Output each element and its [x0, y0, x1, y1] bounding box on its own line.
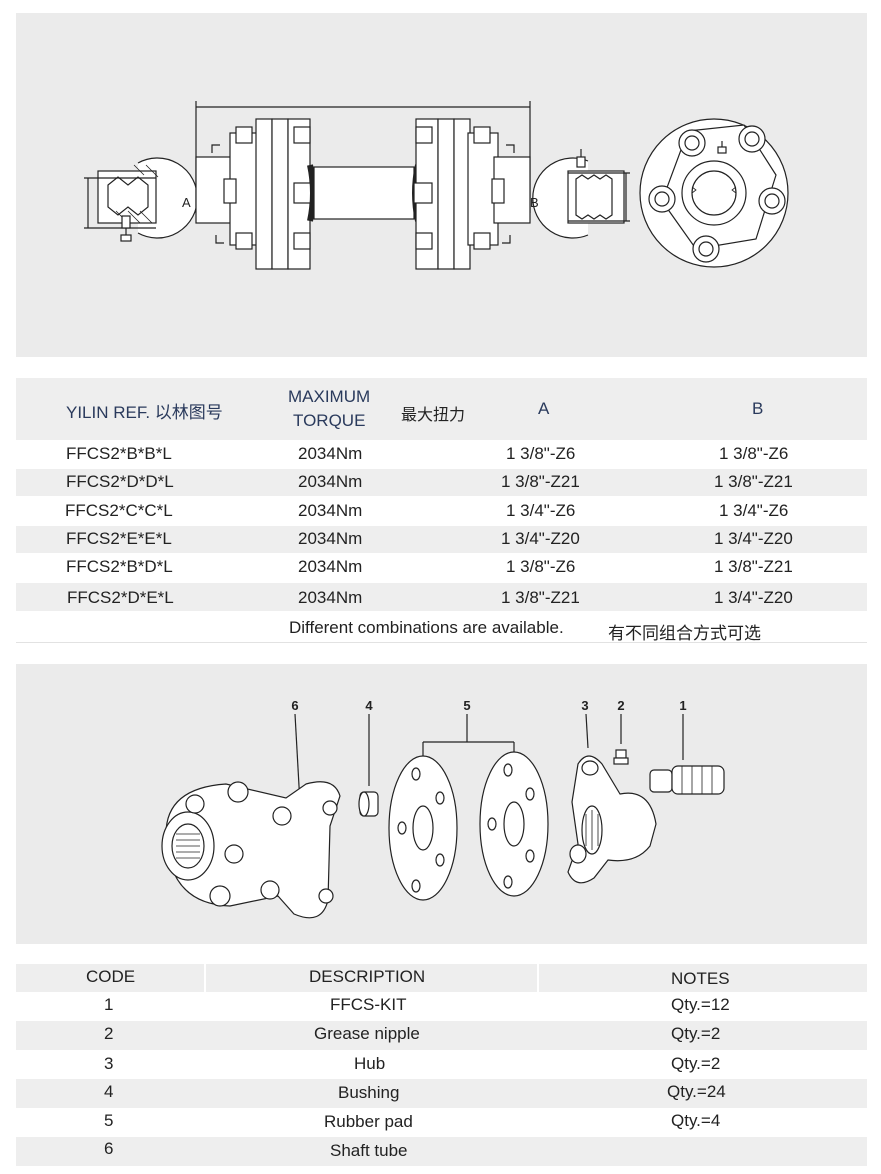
spec-row: FFCS2*B*B*L 2034Nm 1 3/8"-Z6 1 3/8"-Z6 [16, 441, 867, 468]
spec-note-row: Different combinations are available. 有不… [16, 612, 867, 643]
part-notes: Qty.=2 [671, 1024, 721, 1043]
part-description: Grease nipple [314, 1024, 420, 1043]
spec-a: 1 3/8"-Z21 [501, 588, 580, 607]
parts-row: 6 Shaft tube [16, 1137, 867, 1166]
spec-ref: FFCS2*C*C*L [65, 501, 173, 520]
header-yilin-ref: YILIN REF. 以林图号 [66, 403, 223, 422]
part-code: 2 [104, 1024, 114, 1043]
rubber-pads [388, 751, 549, 901]
part-code: 1 [104, 995, 114, 1014]
callout-3: 3 [581, 698, 588, 713]
part-code: 3 [104, 1054, 114, 1073]
spec-torque: 2034Nm [298, 444, 363, 463]
parts-row: 3 Hub Qty.=2 [16, 1050, 867, 1079]
hub-end-view [639, 118, 789, 268]
spec-ref: FFCS2*D*E*L [67, 588, 174, 607]
header-maximum: MAXIMUM [288, 387, 371, 406]
header-description: DESCRIPTION [309, 967, 426, 986]
callout-6: 6 [291, 698, 298, 713]
part-description: Shaft tube [330, 1141, 408, 1160]
spec-torque: 2034Nm [298, 557, 363, 576]
part-description: Bushing [338, 1083, 400, 1102]
spec-row: FFCS2*E*E*L 2034Nm 1 3/4"-Z20 1 3/4"-Z20 [16, 526, 867, 553]
spec-a: 1 3/8"-Z6 [506, 557, 576, 576]
spec-row: FFCS2*D*D*L 2034Nm 1 3/8"-Z21 1 3/8"-Z21 [16, 469, 867, 496]
part-notes: Qty.=2 [671, 1054, 721, 1073]
callout-5: 5 [463, 698, 470, 713]
callout-1: 1 [679, 698, 686, 713]
header-torque-cn: 最大扭力 [401, 407, 466, 424]
combinations-note: Different combinations are available. [289, 618, 564, 637]
parts-table-header: CODE DESCRIPTION NOTES [16, 964, 867, 992]
spec-b: 1 3/8"-Z21 [714, 557, 793, 576]
right-shaft-section-view [532, 149, 630, 239]
spec-table-header: YILIN REF. 以林图号 MAXIMUM TORQUE 最大扭力 A B [16, 378, 867, 440]
spec-a: 1 3/8"-Z21 [501, 472, 580, 491]
parts-row: 4 Bushing Qty.=24 [16, 1079, 867, 1108]
spec-b: 1 3/4"-Z20 [714, 529, 793, 548]
header-code: CODE [86, 967, 136, 986]
bushing-part [358, 791, 379, 817]
parts-row: 1 FFCS-KIT Qty.=12 [16, 992, 867, 1021]
left-shaft-section-view [84, 157, 198, 242]
exploded-view-drawing: 6 4 5 3 2 1 [161, 698, 725, 919]
exploded-view-panel: 6 4 5 3 2 1 [16, 664, 867, 944]
spec-ref: FFCS2*B*B*L [66, 444, 172, 463]
shaft-end-label-a: A [182, 195, 191, 210]
coupling-side-view [195, 101, 531, 270]
hub-part [567, 755, 657, 884]
part-description: Hub [354, 1054, 386, 1073]
spec-a: 1 3/4"-Z20 [501, 529, 580, 548]
header-a: A [538, 399, 550, 418]
callout-4: 4 [365, 698, 373, 713]
spec-ref: FFCS2*D*D*L [66, 472, 174, 491]
assembled-coupling-end [161, 781, 341, 919]
bolt-kit-part [649, 765, 725, 795]
part-code: 5 [104, 1111, 114, 1130]
spec-b: 1 3/4"-Z6 [719, 501, 789, 520]
spec-row: FFCS2*D*E*L 2034Nm 1 3/8"-Z21 1 3/4"-Z20 [16, 583, 867, 611]
parts-row: 5 Rubber pad Qty.=4 [16, 1108, 867, 1137]
part-description: Rubber pad [324, 1112, 413, 1131]
spec-ref: FFCS2*E*E*L [66, 529, 172, 548]
spec-ref: FFCS2*B*D*L [66, 557, 173, 576]
spec-b: 1 3/4"-Z20 [714, 588, 793, 607]
spec-torque: 2034Nm [298, 588, 363, 607]
shaft-end-label-b: B [530, 195, 539, 210]
part-code: 6 [104, 1139, 114, 1158]
spec-torque: 2034Nm [298, 529, 363, 548]
combinations-note-cn: 有不同组合方式可选 [608, 624, 761, 643]
grease-nipple-part [613, 749, 629, 765]
spec-a: 1 3/4"-Z6 [506, 501, 576, 520]
spec-torque: 2034Nm [298, 472, 363, 491]
part-notes: Qty.=24 [667, 1082, 726, 1101]
spec-b: 1 3/8"-Z6 [719, 444, 789, 463]
header-b: B [752, 399, 764, 418]
callout-2: 2 [617, 698, 624, 713]
header-notes: NOTES [671, 969, 730, 988]
parts-row: 2 Grease nipple Qty.=2 [16, 1021, 867, 1050]
coupling-technical-drawing: A B [84, 101, 789, 270]
part-notes: Qty.=4 [671, 1111, 721, 1130]
spec-torque: 2034Nm [298, 501, 363, 520]
part-code: 4 [104, 1082, 114, 1101]
technical-drawing-panel: A B [16, 13, 867, 357]
spec-b: 1 3/8"-Z21 [714, 472, 793, 491]
spec-row: FFCS2*B*D*L 2034Nm 1 3/8"-Z6 1 3/8"-Z21 [16, 554, 867, 582]
part-notes: Qty.=12 [671, 995, 730, 1014]
spec-a: 1 3/8"-Z6 [506, 444, 576, 463]
spec-row: FFCS2*C*C*L 2034Nm 1 3/4"-Z6 1 3/4"-Z6 [16, 497, 867, 525]
part-description: FFCS-KIT [330, 995, 407, 1014]
header-torque: TORQUE [293, 411, 366, 430]
